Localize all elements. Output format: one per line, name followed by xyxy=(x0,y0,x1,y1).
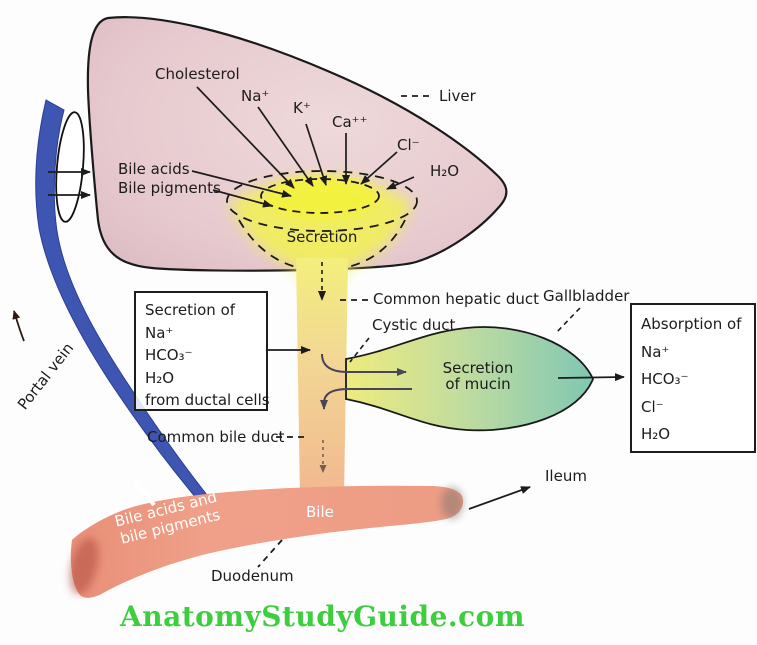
liver-label: Liver xyxy=(439,87,476,105)
duodenum-right-cap-shading xyxy=(441,487,463,519)
bile-duct-shape xyxy=(296,258,348,496)
secretion-box-line-h2o: H₂O xyxy=(145,368,175,387)
secretion-of-mucin-line1: Secretion xyxy=(442,359,514,377)
secretion-box-line-hco3: HCO₃⁻ xyxy=(145,346,193,364)
common-bile-duct-label: Common bile duct xyxy=(147,428,285,446)
secretion-of-mucin-line2: of mucin xyxy=(445,375,511,393)
absorption-box-line-title: Absorption of xyxy=(641,315,742,333)
ileum-arrow xyxy=(468,486,531,510)
bile-acids-arrow xyxy=(191,170,292,198)
funnel-outer-dashed-ellipse xyxy=(226,170,418,232)
sodium-label: Na⁺ xyxy=(241,87,270,105)
secretion-box-line-source: from ductal cells xyxy=(145,391,270,409)
ileum-label: Ileum xyxy=(545,467,587,485)
cystic-junction-in-arrow xyxy=(321,353,407,376)
secretion-box-line-title: Secretion of xyxy=(145,301,236,319)
enterohepatic-white-arrow xyxy=(132,476,156,507)
gallbladder-leader-dashed xyxy=(555,307,581,334)
water-label: H₂O xyxy=(430,162,460,180)
common-hepatic-duct-label: Common hepatic duct xyxy=(373,290,539,308)
h2o-arrow xyxy=(386,176,415,190)
bile-pigments-label: Bile pigments xyxy=(118,179,221,197)
duodenum-left-cap-shading xyxy=(69,537,99,595)
gallbladder-shape xyxy=(345,326,594,432)
potassium-label: K⁺ xyxy=(293,99,311,117)
absorption-box-line-hco3: HCO₃⁻ xyxy=(641,370,689,388)
absorption-box-line-h2o: H₂O xyxy=(641,425,671,443)
na-arrow xyxy=(257,106,314,187)
chloride-label: Cl⁻ xyxy=(397,136,420,154)
funnel-side-left-dashed xyxy=(238,219,297,268)
portal-vein-direction-arrow xyxy=(12,310,25,342)
bile-label: Bile xyxy=(306,503,334,521)
absorption-box-line-na: Na⁺ xyxy=(641,342,670,361)
secretion-box: Secretion of Na⁺ HCO₃⁻ H₂O from ductal c… xyxy=(134,291,270,411)
cystic-junction-out-arrow xyxy=(320,388,412,410)
funnel-inner-dashed-ellipse xyxy=(260,178,380,214)
gallbladder-label: Gallbladder xyxy=(543,287,630,305)
duodenum-shape xyxy=(70,485,464,598)
secretion-label: Secretion xyxy=(286,228,358,246)
absorption-box-arrow xyxy=(557,373,625,382)
secretion-of-mucin-label: Secretion of mucin xyxy=(430,360,526,392)
cystic-duct-label: Cystic duct xyxy=(372,316,456,334)
calcium-label: Ca⁺⁺ xyxy=(332,113,368,131)
cholesterol-label: Cholesterol xyxy=(155,65,240,83)
bile-acids-label: Bile acids xyxy=(118,160,190,178)
bile-pigments-arrow xyxy=(212,189,273,208)
duodenum-leader-dashed xyxy=(257,539,283,568)
cholesterol-arrow xyxy=(196,86,295,189)
footer-brand: AnatomyStudyGuide.com xyxy=(120,600,525,633)
funnel-side-right-dashed xyxy=(347,219,406,268)
absorption-box: Absorption of Na⁺ HCO₃⁻ Cl⁻ H₂O xyxy=(630,303,756,453)
cl-arrow xyxy=(360,151,398,185)
absorption-box-line-cl: Cl⁻ xyxy=(641,397,664,416)
secretion-box-line-na: Na⁺ xyxy=(145,323,174,342)
duodenum-label: Duodenum xyxy=(211,567,294,585)
k-arrow xyxy=(305,123,327,186)
